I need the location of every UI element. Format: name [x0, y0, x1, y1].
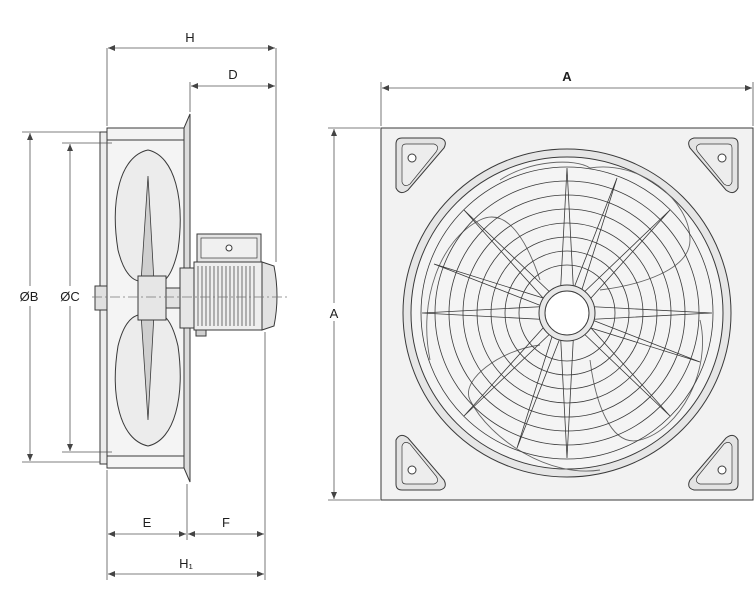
side-view [92, 113, 290, 483]
guard-hub-inner [544, 290, 590, 336]
blade-outlines [426, 161, 703, 472]
dim-label-f: F [222, 515, 230, 530]
shaft [165, 287, 181, 309]
dim-label-d: D [228, 67, 237, 82]
dim-label-h1: H₁ [179, 556, 193, 571]
dim-label-e: E [143, 515, 152, 530]
motor-body [193, 261, 263, 331]
hub [137, 275, 167, 321]
guard-rings [420, 166, 714, 460]
dim-label-oc: ØC [60, 289, 80, 304]
dim-label-h: H [185, 30, 194, 45]
corner-mount-tl [395, 137, 446, 194]
motor-end-cap [261, 261, 278, 331]
dim-label-a-height: A [330, 306, 339, 321]
corner-mount-br [688, 434, 739, 491]
corner-mount-tr [688, 137, 739, 194]
rear-hub [94, 285, 108, 311]
dim-label-a-width: A [562, 69, 572, 84]
corner-mount-bl [395, 434, 446, 491]
dim-label-ob: ØB [20, 289, 39, 304]
front-view [380, 127, 754, 501]
motor-flange [179, 267, 195, 329]
